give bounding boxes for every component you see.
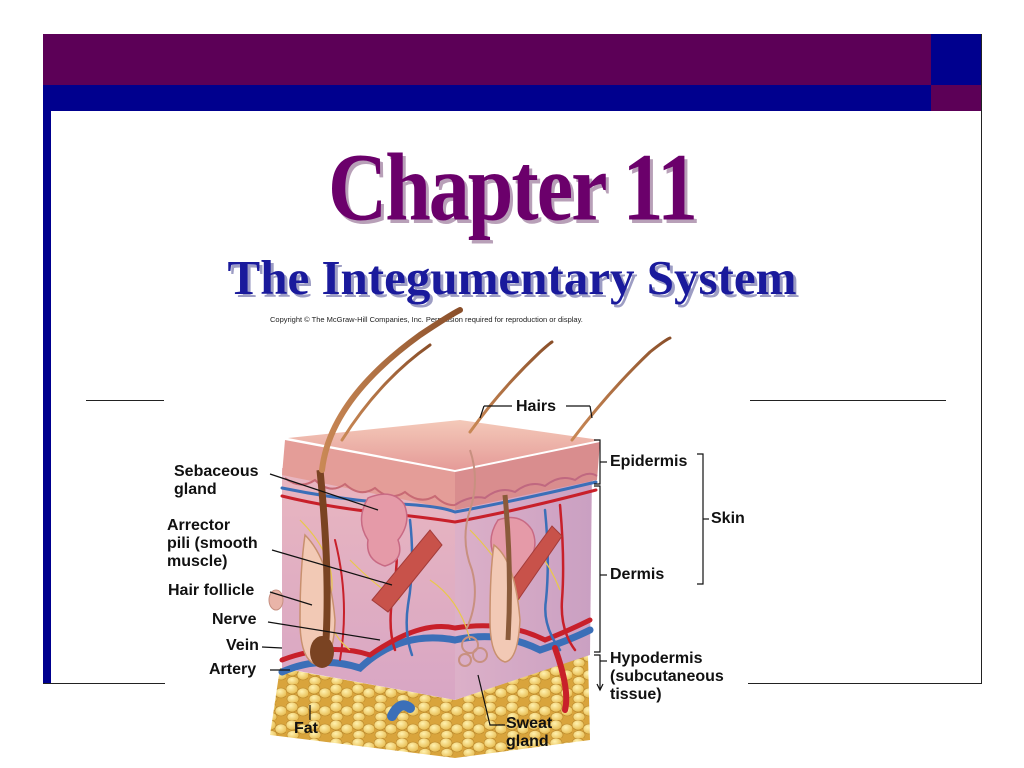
label-hypodermis-line-2: (subcutaneous [610, 668, 724, 685]
label-fat: Fat [294, 720, 318, 737]
label-sweat-line-1: Sweat [506, 715, 553, 732]
label-sweat-line-2: gland [506, 733, 549, 750]
label-sebaceous-line-1: Sebaceous [174, 463, 259, 480]
label-skin: Skin [711, 510, 745, 527]
slide-subtitle: The Integumentary System [227, 250, 797, 305]
label-epidermis: Epidermis [610, 453, 688, 470]
label-artery: Artery [209, 661, 257, 678]
label-hypodermis: Hypodermis (subcutaneous tissue) [610, 650, 724, 704]
leader-lines [261, 405, 593, 726]
header-band-blue [43, 85, 931, 111]
right-border-line [981, 34, 982, 684]
label-sebaceous-gland: Sebaceous gland [174, 463, 258, 499]
label-arrector-line-1: Arrector [167, 517, 231, 534]
label-sebaceous-line-2: gland [174, 481, 217, 498]
hair-shafts [319, 307, 672, 473]
label-nerve: Nerve [212, 611, 257, 628]
label-arrector-line-3: muscle) [167, 553, 228, 570]
fat-layer [270, 655, 590, 758]
slide-title: Chapter 11 [327, 133, 698, 241]
label-hypodermis-line-3: tissue) [610, 686, 662, 703]
arrector-pili-muscle [371, 525, 563, 613]
label-dermis: Dermis [610, 566, 665, 583]
blood-vessels [278, 480, 598, 721]
left-accent-bar [43, 111, 51, 684]
divider-rule-left [86, 400, 164, 401]
label-hypodermis-line-1: Hypodermis [610, 650, 703, 667]
label-hair-follicle: Hair follicle [168, 582, 255, 599]
sweat-gland [458, 449, 488, 667]
side-nub [268, 589, 284, 611]
layer-brackets [594, 439, 709, 692]
label-vein: Vein [226, 637, 259, 654]
divider-rule-right [750, 400, 946, 401]
bottom-border-line-left [43, 683, 165, 684]
label-sweat-gland: Sweat gland [506, 715, 552, 751]
corner-square-blue [931, 34, 981, 85]
header-band-purple [43, 34, 931, 85]
label-hairs: Hairs [516, 398, 557, 415]
bottom-border-line-right [748, 683, 982, 684]
corner-square-purple [931, 85, 981, 111]
hair-follicles [299, 469, 521, 668]
figure-copyright: Copyright © The McGraw-Hill Companies, I… [270, 315, 583, 324]
label-arrector-line-2: pili (smooth [167, 535, 258, 552]
label-arrector-pili: Arrector pili (smooth muscle) [167, 517, 258, 571]
